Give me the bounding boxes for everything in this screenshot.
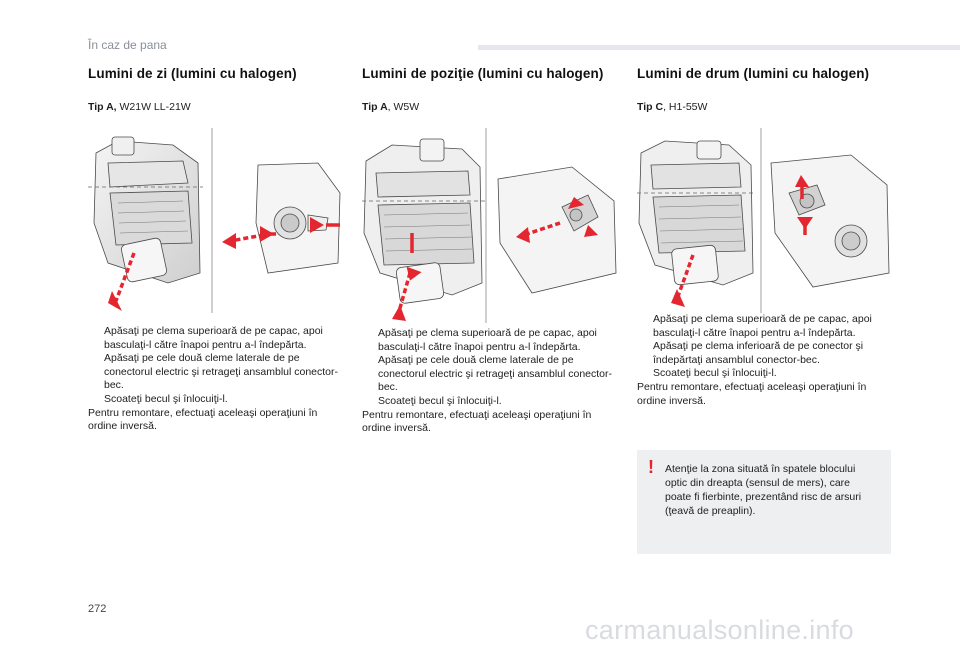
bulb-type: Tip A, W21W LL-21W [88, 101, 191, 113]
warning-box: ! Atenţie la zona situată în spatele blo… [637, 450, 891, 554]
column-title: Lumini de drum (lumini cu halogen) [637, 66, 870, 81]
page-number: 272 [88, 603, 107, 615]
position-light-illustration [362, 123, 620, 323]
list-item: Scoateţi becul şi înlocuiţi-l. [104, 392, 228, 405]
bulb-type: Tip A, W5W [362, 101, 420, 113]
section-header-title: În caz de pana [88, 38, 167, 52]
step-list: Apăsaţi pe clema superioară de pe capac,… [88, 325, 346, 407]
section-header-bar [478, 45, 960, 50]
watermark: carmanualsonline.info [585, 615, 854, 645]
list-item: Scoateţi becul şi înlocuiţi-l. [378, 394, 502, 407]
high-beam-illustration [637, 123, 895, 313]
column-position-lights: Lumini de poziţie (lumini cu halogen) Ti… [362, 66, 620, 436]
column-high-beam-lights: Lumini de drum (lumini cu halogen) Tip C… [637, 66, 895, 408]
reassembly-note: Pentru remontare, efectuaţi aceleaşi ope… [362, 408, 592, 435]
column-daytime-lights: Lumini de zi (lumini cu halogen) Tip A, … [88, 66, 346, 434]
reassembly-note: Pentru remontare, efectuaţi aceleaşi ope… [88, 406, 318, 433]
column-title: Lumini de poziţie (lumini cu halogen) [362, 66, 604, 81]
bulb-type: Tip C, H1-55W [637, 101, 708, 113]
list-item: Apăsaţi pe clema superioară de pe capac,… [378, 327, 597, 353]
step-list: Apăsaţi pe clema superioară de pe capac,… [362, 327, 620, 409]
list-item: Apăsaţi pe clema superioară de pe capac,… [653, 313, 872, 339]
warning-icon: ! [648, 457, 654, 477]
warning-text: Atenţie la zona situată în spatele blocu… [665, 463, 862, 517]
list-item: Scoateţi becul şi înlocuiţi-l. [653, 367, 777, 380]
column-title: Lumini de zi (lumini cu halogen) [88, 66, 297, 81]
step-list: Apăsaţi pe clema superioară de pe capac,… [637, 313, 895, 381]
list-item: Apăsaţi pe cele două cleme laterale de p… [378, 354, 613, 394]
reassembly-note: Pentru remontare, efectuaţi aceleaşi ope… [637, 380, 867, 407]
list-item: Apăsaţi pe clema inferioară de pe conect… [653, 340, 864, 366]
daytime-light-illustration [88, 123, 346, 313]
list-item: Apăsaţi pe cele două cleme laterale de p… [104, 352, 339, 392]
list-item: Apăsaţi pe clema superioară de pe capac,… [104, 325, 323, 351]
